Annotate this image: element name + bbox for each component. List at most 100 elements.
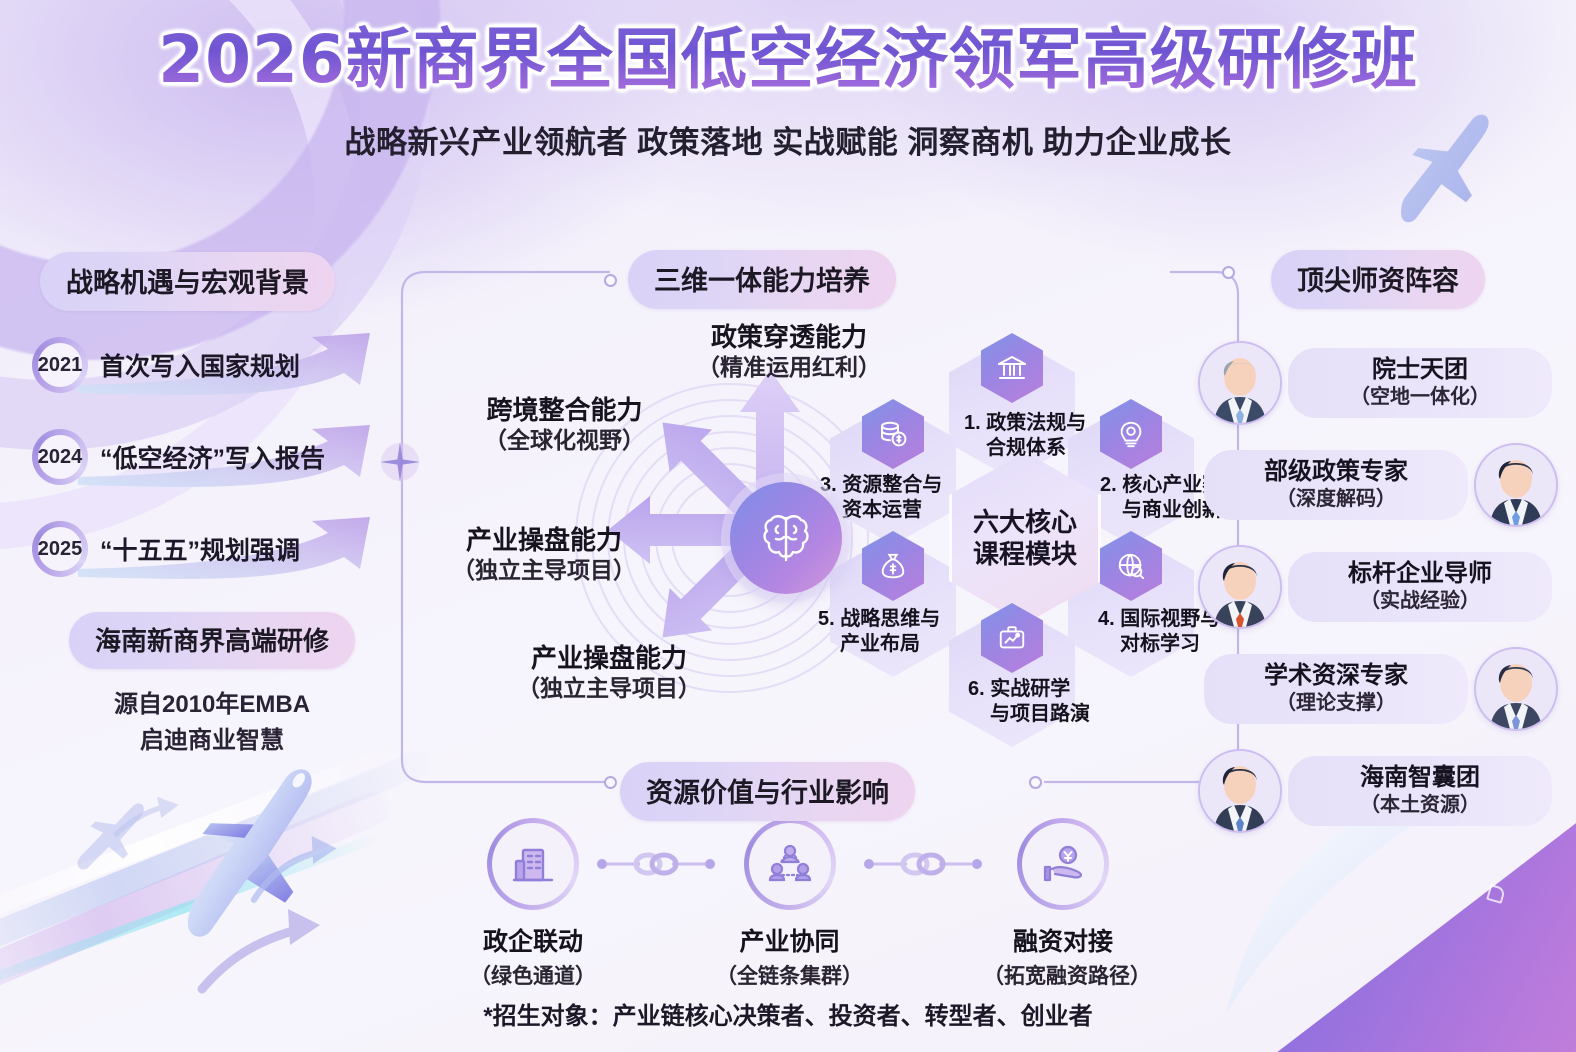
capability-name: 产业操盘能力 xyxy=(465,525,622,555)
curved-arrow-icon xyxy=(196,885,336,1000)
faculty-note: （理论支撑） xyxy=(1276,692,1396,715)
module-num: 4. xyxy=(1098,608,1115,630)
hainan-description: 源自2010年EMBA 启迪商业智慧 xyxy=(32,687,392,759)
faculty-note: （实战经验） xyxy=(1360,590,1480,613)
section-title-resources: 资源价值与行业影响 xyxy=(620,762,915,821)
timeline-label: “低空经济”写入报告 xyxy=(100,445,326,473)
module-label-3: 3. 资源整合与 资本运营 xyxy=(820,473,942,523)
faculty-text: 学术资深专家 （理论支撑） xyxy=(1204,653,1468,725)
resource-item[interactable]: 政企联动 （绿色通道） xyxy=(470,818,596,990)
capability-name: 政策穿透能力 xyxy=(710,322,867,352)
module-line-2: 与项目路演 xyxy=(990,703,1090,726)
bottom-panel-header: 资源价值与行业影响 xyxy=(620,762,915,821)
timeline-label: “十五五”规划强调 xyxy=(100,537,301,565)
hainan-line-1: 源自2010年EMBA xyxy=(113,691,311,718)
resource-item[interactable]: 产业协同 （全链条集群） xyxy=(716,818,863,990)
timeline-year: 2025 xyxy=(37,537,83,560)
capability-industry-ops: 产业操盘能力 （独立主导项目） xyxy=(452,525,636,586)
resource-note: （全链条集群） xyxy=(716,965,863,988)
section-title-capability: 三维一体能力培养 xyxy=(628,250,896,309)
resource-note: （拓宽融资路径） xyxy=(983,965,1151,988)
chain-link-icon xyxy=(597,852,715,876)
center-panel-header: 三维一体能力培养 xyxy=(628,250,896,309)
capability-note: （独立主导项目） xyxy=(452,556,636,583)
timeline-arrow-icon xyxy=(78,517,370,579)
section-title-strategy: 战略机遇与宏观背景 xyxy=(40,252,335,311)
faculty-list: 院士天团 （空地一体化） 部级政 xyxy=(1198,335,1558,839)
module-line-2: 资本运营 xyxy=(842,499,922,522)
faculty-name: 学术资深专家 xyxy=(1264,661,1408,689)
capability-crossborder: 跨境整合能力 （全球化视野） xyxy=(484,395,645,456)
timeline-item[interactable]: 2025 “十五五”规划强调 xyxy=(32,517,392,579)
capability-note: （全球化视野） xyxy=(484,426,645,453)
faculty-name: 院士天团 xyxy=(1372,355,1468,383)
course-module-cluster: 六大核心 课程模块 1. 政策法规与 合规体系 2. 核心产业赛道 xyxy=(818,325,1242,750)
hex-center-line-1: 六大核心 xyxy=(972,506,1077,537)
people-network-icon xyxy=(743,818,836,910)
module-label-1: 1. 政策法规与 合规体系 xyxy=(964,411,1086,461)
capability-name: 跨境整合能力 xyxy=(486,395,643,425)
timeline-year-ring: 2024 xyxy=(32,429,88,485)
timeline-item[interactable]: 2024 “低空经济”写入报告 xyxy=(32,425,392,487)
timeline-year: 2024 xyxy=(37,445,83,468)
faculty-text: 标杆企业导师 （实战经验） xyxy=(1288,551,1552,623)
page-subtitle: 战略新兴产业领航者 政策落地 实战赋能 洞察商机 助力企业成长 xyxy=(344,125,1232,161)
resource-item[interactable]: 融资对接 （拓宽融资路径） xyxy=(983,818,1151,990)
faculty-name: 海南智囊团 xyxy=(1360,763,1480,791)
module-label-5: 5. 战略思维与 产业布局 xyxy=(818,607,940,657)
resource-name: 产业协同 xyxy=(739,928,840,956)
capability-name: 产业操盘能力 xyxy=(530,643,687,673)
money-bag-icon xyxy=(862,531,924,601)
faculty-item[interactable]: 海南智囊团 （本土资源） xyxy=(1198,743,1558,839)
faculty-note: （空地一体化） xyxy=(1350,386,1490,409)
chain-link-connector xyxy=(863,818,983,910)
hand-yuan-icon xyxy=(1017,818,1109,910)
resource-name: 政企联动 xyxy=(482,928,583,956)
module-num: 1. xyxy=(964,412,981,434)
module-line-2: 产业布局 xyxy=(840,633,920,656)
faculty-item[interactable]: 部级政策专家 （深度解码） xyxy=(1198,437,1558,533)
faculty-item[interactable]: 院士天团 （空地一体化） xyxy=(1198,335,1558,431)
capability-industry-ops-2: 产业操盘能力 （独立主导项目） xyxy=(517,643,701,704)
avatar-academic-expert xyxy=(1474,647,1558,731)
timeline-year-ring: 2021 xyxy=(32,337,88,393)
module-num: 3. xyxy=(820,474,837,496)
module-num: 2. xyxy=(1100,474,1117,496)
faculty-text: 院士天团 （空地一体化） xyxy=(1288,347,1552,419)
resource-name: 融资对接 xyxy=(1012,928,1113,956)
module-line-1: 资源整合与 xyxy=(842,474,943,496)
timeline-year-ring: 2025 xyxy=(32,521,88,577)
airplane-icon xyxy=(51,791,161,880)
hex-center-line-2: 课程模块 xyxy=(972,539,1077,569)
admissions-footnote: *招生对象：产业链核心决策者、投资者、转型者、创业者 xyxy=(483,1003,1093,1030)
module-line-1: 实战研学 xyxy=(990,678,1071,700)
section-title-faculty: 顶尖师资阵容 xyxy=(1271,250,1485,309)
resource-note: （绿色通道） xyxy=(470,965,596,988)
faculty-name: 标杆企业导师 xyxy=(1348,559,1492,587)
curved-arrow-icon xyxy=(109,791,187,846)
avatar-policy-expert xyxy=(1474,443,1558,527)
faculty-item[interactable]: 标杆企业导师 （实战经验） xyxy=(1198,539,1558,635)
module-line-1: 政策法规与 xyxy=(986,412,1087,434)
faculty-note: （本土资源） xyxy=(1360,794,1480,817)
timeline-arrow-icon xyxy=(78,425,370,487)
header: 2026新商界全国低空经济领军高级研修班 战略新兴产业领航者 政策落地 实战赋能… xyxy=(0,24,1576,162)
faculty-item[interactable]: 学术资深专家 （理论支撑） xyxy=(1198,641,1558,737)
right-panel: 顶尖师资阵容 院士天团 （空地一体化） xyxy=(1198,250,1558,845)
faculty-name: 部级政策专家 xyxy=(1264,457,1408,485)
connector-node-bottom xyxy=(604,776,617,789)
module-label-6: 6. 实战研学 与项目路演 xyxy=(968,677,1090,727)
timeline-item[interactable]: 2021 首次写入国家规划 xyxy=(32,333,392,395)
brain-icon xyxy=(730,482,842,594)
chain-link-icon xyxy=(864,852,982,876)
faculty-note: （深度解码） xyxy=(1276,488,1396,511)
capability-note: （独立主导项目） xyxy=(517,674,701,701)
faculty-text: 海南智囊团 （本土资源） xyxy=(1288,755,1552,827)
timeline-arrow-icon xyxy=(78,333,370,395)
timeline-label: 首次写入国家规划 xyxy=(100,353,301,381)
government-building-icon xyxy=(487,818,579,910)
left-sub-panel: 海南新商界高端研修 源自2010年EMBA 启迪商业智慧 xyxy=(32,612,392,759)
avatar-business-mentor xyxy=(1198,545,1282,629)
capability-note: （精准运用红利） xyxy=(697,353,881,380)
